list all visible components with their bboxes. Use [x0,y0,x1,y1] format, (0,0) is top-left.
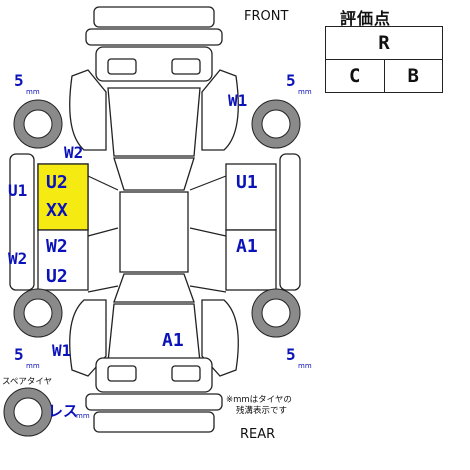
tread-front-right: 5 [286,71,296,90]
rear-window [113,273,195,303]
front-right-headlight [171,58,201,75]
front-left-fender-panel [69,69,107,151]
spare-tire-label: スペアタイヤ [2,377,52,387]
roof [119,191,189,273]
front-bumper [85,6,223,82]
grade-title: 評価点 [340,9,392,28]
front-label: FRONT [244,9,288,24]
right-rocker-panel [279,153,301,291]
damage-left-rear-door-1: W2 [46,236,68,257]
grade-overall: R [325,26,443,60]
front-right-tire [251,99,301,149]
rear-right-fender-panel [201,299,239,377]
tread-rear-right-unit: mm [298,362,312,370]
damage-left-pillar-lower: W2 [8,249,27,268]
rear-bumper [85,357,223,433]
tread-spare-unit: mm [76,412,90,420]
tread-front-left-unit: mm [26,88,40,96]
tread-front-left: 5 [14,71,24,90]
damage-left-pillar-upper: U1 [8,181,27,200]
front-left-tire [13,99,63,149]
rear-label: REAR [240,427,275,442]
hood [107,87,201,157]
grade-table: R C B [325,26,443,93]
right-front-door [225,163,277,231]
damage-left-rear-door-2: U2 [46,266,68,287]
rear-right-taillight [171,365,201,382]
left-rear-door [37,229,89,291]
left-front-door-highlight [37,163,89,231]
damage-front-left-fender: W2 [64,143,83,162]
tread-spare: レス [48,402,78,420]
tread-front-right-unit: mm [298,88,312,96]
rear-right-tire [251,288,301,338]
damage-left-front-door-1: U2 [46,172,68,193]
tread-rear-left-unit: mm [26,362,40,370]
spare-tire [3,387,53,437]
rear-left-tire [13,288,63,338]
left-rocker-panel [9,153,35,291]
windshield [113,157,195,191]
tread-rear-left: 5 [14,345,24,364]
rear-left-fender-panel [69,299,107,377]
damage-right-rear-door: A1 [236,236,258,257]
tread-note-line2: 残溝表示です [236,405,287,416]
damage-left-front-door-2: XX [46,200,68,221]
front-left-headlight [107,58,137,75]
damage-trunk: A1 [162,330,184,351]
trunk-lid [107,303,201,363]
damage-right-front-door: U1 [236,172,258,193]
rear-left-taillight [107,365,137,382]
damage-rear-left-fender: W1 [52,341,71,360]
grade-interior: C [325,59,385,93]
tread-rear-right: 5 [286,345,296,364]
front-right-fender-panel [201,69,239,151]
grade-exterior: B [383,59,443,93]
tread-note-line1: ※mmはタイヤの [226,395,292,405]
right-rear-door [225,229,277,291]
damage-front-right-fender: W1 [228,91,247,110]
